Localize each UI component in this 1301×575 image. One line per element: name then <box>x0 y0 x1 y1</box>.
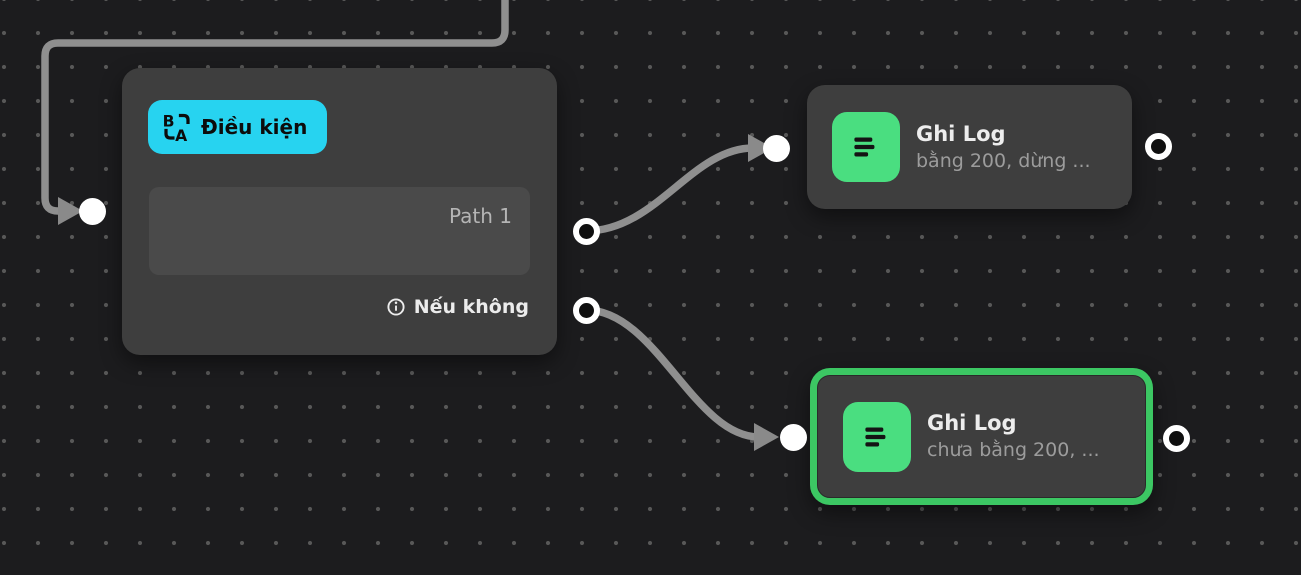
node-log-top[interactable]: Ghi Log bằng 200, dừng ... <box>807 85 1132 209</box>
output-port-path1[interactable] <box>572 217 600 245</box>
output-port-else[interactable] <box>572 296 600 324</box>
path-1-field[interactable] <box>149 187 530 275</box>
wire-incoming[interactable] <box>41 0 509 215</box>
log-lines-icon <box>843 401 911 472</box>
svg-text:B: B <box>163 112 175 130</box>
arrowhead-log-bottom <box>754 423 779 451</box>
wire-path1-to-log-top[interactable] <box>585 144 754 235</box>
input-port-log-bottom[interactable] <box>779 423 807 451</box>
log-lines-icon <box>832 112 900 182</box>
svg-text:A: A <box>175 127 187 142</box>
else-branch-label: Nếu không <box>413 296 529 318</box>
node-subtitle: bằng 200, dừng ... <box>916 149 1091 172</box>
node-subtitle: chưa bằng 200, ... <box>927 439 1100 462</box>
condition-badge: B A Điều kiện <box>148 100 328 154</box>
else-branch-row: Nếu không <box>386 296 529 318</box>
ab-branch-icon: B A <box>162 112 192 142</box>
condition-badge-label: Điều kiện <box>201 115 308 139</box>
info-icon <box>386 297 406 317</box>
wire-else-to-log-bottom[interactable] <box>585 306 760 441</box>
input-port-condition[interactable] <box>78 197 106 225</box>
output-port-log-top[interactable] <box>1144 132 1172 160</box>
output-port-log-bottom[interactable] <box>1162 424 1190 452</box>
node-title: Ghi Log <box>916 121 1006 146</box>
selection-ring: Ghi Log chưa bằng 200, ... <box>810 368 1153 505</box>
input-port-log-top[interactable] <box>762 134 790 162</box>
arrowhead-incoming <box>58 197 83 225</box>
node-title: Ghi Log <box>927 411 1017 435</box>
node-log-bottom[interactable]: Ghi Log chưa bằng 200, ... <box>817 375 1146 498</box>
node-condition[interactable]: B A Điều kiện Nếu không <box>122 68 557 355</box>
arrowhead-log-top <box>748 134 773 162</box>
